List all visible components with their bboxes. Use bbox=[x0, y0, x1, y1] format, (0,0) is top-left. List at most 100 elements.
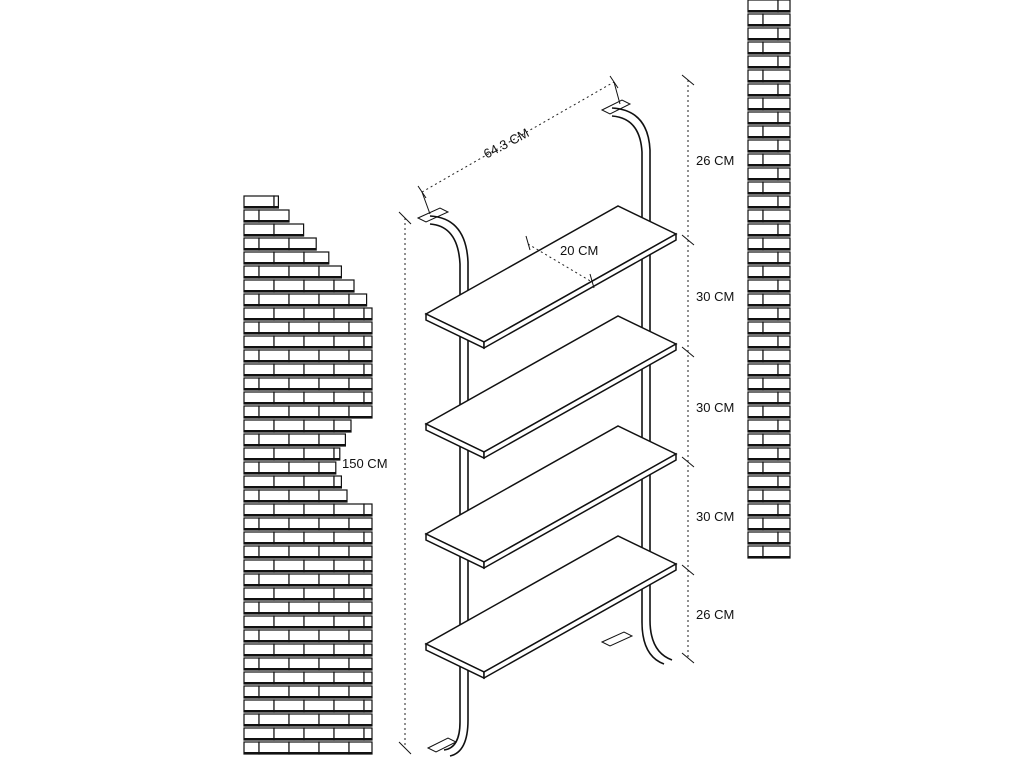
shelf-2 bbox=[424, 315, 678, 460]
shelf-1 bbox=[424, 205, 678, 350]
brick-shadow bbox=[274, 738, 304, 740]
brick-shadow bbox=[334, 682, 364, 684]
brick-shadow bbox=[334, 514, 364, 516]
brick-shadow bbox=[763, 276, 790, 278]
segment-tick bbox=[681, 234, 695, 246]
brick-shadow bbox=[334, 290, 354, 292]
brick-shadow bbox=[748, 220, 763, 222]
brick-shadow bbox=[289, 360, 319, 362]
brick-shadow bbox=[304, 626, 334, 628]
brick-shadow bbox=[244, 696, 259, 698]
brick-shadow bbox=[259, 584, 289, 586]
brick-shadow bbox=[763, 108, 790, 110]
brick-shadow bbox=[244, 430, 274, 432]
brick-shadow bbox=[244, 318, 274, 320]
brick-shadow bbox=[778, 374, 790, 376]
brick-shadow bbox=[364, 542, 372, 544]
brick-shadow bbox=[748, 374, 778, 376]
brick-shadow bbox=[244, 500, 259, 502]
brick-shadow bbox=[763, 52, 790, 54]
brick-shadow bbox=[289, 388, 319, 390]
brick-shadow bbox=[334, 710, 364, 712]
brick-shadow bbox=[778, 542, 790, 544]
segment-tick bbox=[681, 652, 695, 664]
shelf-3 bbox=[424, 425, 678, 570]
brick-shadow bbox=[748, 248, 763, 250]
brick-shadow bbox=[319, 304, 349, 306]
brick-shadow bbox=[319, 556, 349, 558]
segment-label-5: 26 CM bbox=[696, 607, 734, 622]
brick-shadow bbox=[319, 444, 346, 446]
brick-shadow bbox=[259, 752, 289, 754]
brick-shadow bbox=[334, 486, 342, 488]
brick-shadow bbox=[748, 178, 778, 180]
brick-shadow bbox=[319, 388, 349, 390]
brick-shadow bbox=[274, 262, 304, 264]
brick-shadow bbox=[289, 640, 319, 642]
right-frame-pipe-inner bbox=[611, 115, 665, 665]
brick-shadow bbox=[304, 290, 334, 292]
brick-shadow bbox=[274, 542, 304, 544]
brick-shadow bbox=[748, 262, 778, 264]
brick-shadow bbox=[349, 416, 372, 418]
brick-shadow bbox=[244, 486, 274, 488]
brick-shadow bbox=[259, 612, 289, 614]
shelves bbox=[424, 205, 678, 680]
brick-shadow bbox=[289, 304, 319, 306]
brick-shadow bbox=[259, 696, 289, 698]
brick-shadow bbox=[244, 374, 274, 376]
brick-shadow bbox=[778, 486, 790, 488]
brick-shadow bbox=[319, 668, 349, 670]
brick-shadow bbox=[748, 458, 778, 460]
brick-shadow bbox=[289, 528, 319, 530]
segment-tick bbox=[681, 564, 695, 576]
brick-shadow bbox=[349, 304, 367, 306]
brick-shadow bbox=[304, 542, 334, 544]
brick-shadow bbox=[763, 192, 790, 194]
brick-shadow bbox=[748, 66, 778, 68]
brick-shadow bbox=[334, 318, 364, 320]
brick-shadow bbox=[763, 556, 790, 558]
brick-shadow bbox=[274, 234, 304, 236]
brick-shadow bbox=[289, 472, 319, 474]
brick-shadow bbox=[349, 696, 372, 698]
brick-shadow bbox=[748, 430, 778, 432]
brick-shadow bbox=[259, 668, 289, 670]
brick-shadow bbox=[259, 640, 289, 642]
brick-shadow bbox=[304, 374, 334, 376]
brick-shadow bbox=[319, 640, 349, 642]
brick-shadow bbox=[778, 430, 790, 432]
brick-shadow bbox=[778, 514, 790, 516]
brick-shadow bbox=[244, 514, 274, 516]
brick-shadow bbox=[319, 724, 349, 726]
brick-shadow bbox=[274, 402, 304, 404]
brick-shadow bbox=[748, 10, 778, 12]
brick-shadow bbox=[748, 388, 763, 390]
brick-shadow bbox=[274, 346, 304, 348]
shelf-unit bbox=[416, 99, 678, 757]
height-dimension: 150 CM bbox=[342, 211, 412, 755]
brick-shadow bbox=[778, 178, 790, 180]
brick-shadow bbox=[244, 444, 259, 446]
brick-shadow bbox=[748, 234, 778, 236]
segment-tick bbox=[681, 456, 695, 468]
brick-shadow bbox=[274, 710, 304, 712]
brick-shadow bbox=[259, 472, 289, 474]
brick-shadow bbox=[763, 164, 790, 166]
brick-shadow bbox=[289, 584, 319, 586]
left-frame-pipe-inner bbox=[429, 223, 461, 751]
brick-shadow bbox=[334, 598, 364, 600]
brick-shadow bbox=[748, 416, 763, 418]
brick-shadow bbox=[334, 738, 364, 740]
brick-shadow bbox=[319, 332, 349, 334]
brick-shadow bbox=[259, 444, 289, 446]
right-frame-pipe-outer bbox=[611, 107, 673, 661]
brick-shadow bbox=[244, 220, 259, 222]
brick-shadow bbox=[334, 626, 364, 628]
brick-shadow bbox=[748, 136, 763, 138]
brick-shadow bbox=[334, 654, 364, 656]
brick-shadow bbox=[244, 668, 259, 670]
brick-shadow bbox=[778, 262, 790, 264]
